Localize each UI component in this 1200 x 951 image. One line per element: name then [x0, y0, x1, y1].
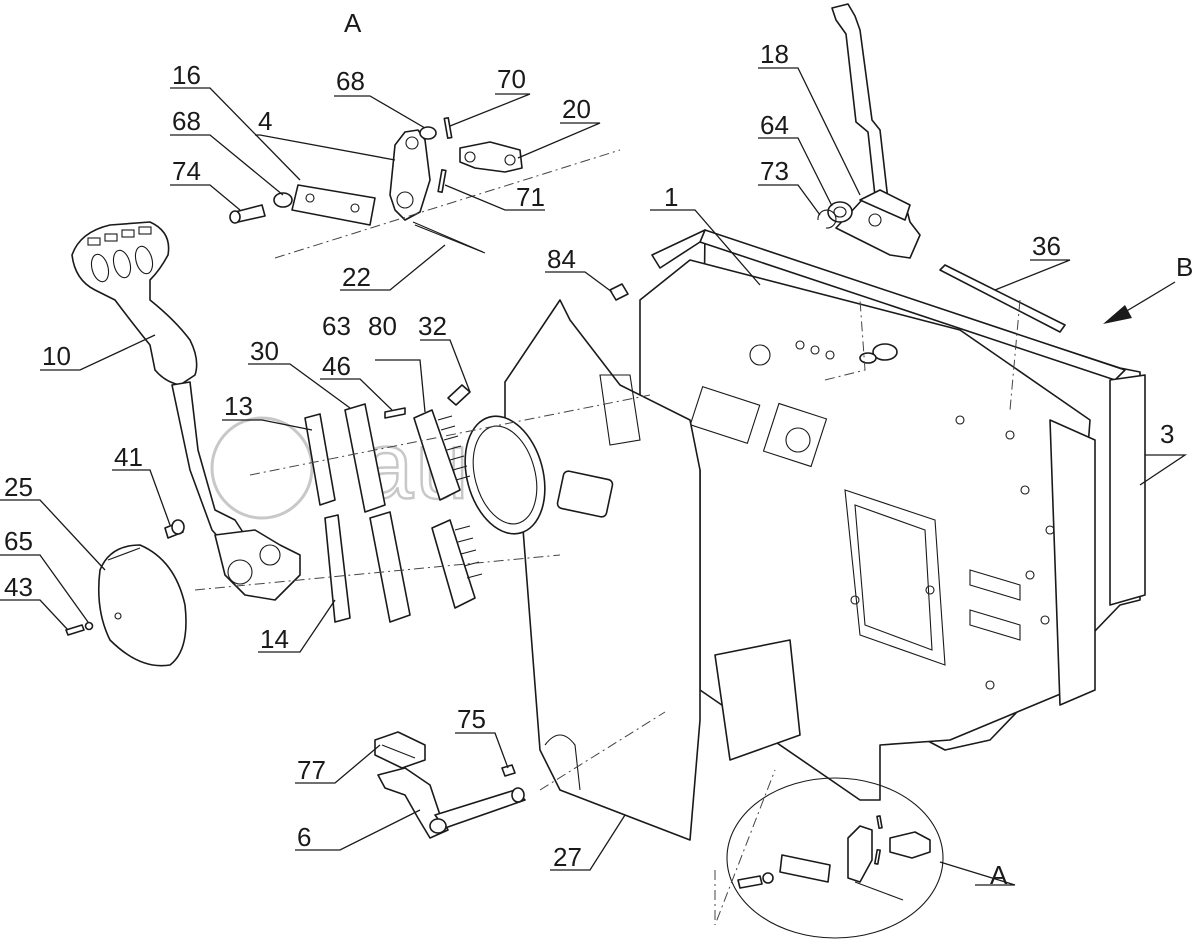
callout-32: 32 — [418, 311, 447, 341]
callout-68: 68 — [172, 106, 201, 136]
plate-16 — [291, 184, 376, 226]
link-20 — [459, 141, 523, 173]
callout-71: 71 — [516, 182, 545, 212]
clip-84 — [609, 283, 629, 301]
pin-71 — [437, 169, 447, 193]
lever-4 — [389, 129, 431, 221]
callout-numbers: 16 68 70 4 20 68 74 71 22 18 64 73 1 36 … — [4, 39, 1174, 872]
screw-43 — [65, 624, 85, 636]
washer-65 — [84, 621, 94, 631]
callout-46: 46 — [322, 351, 351, 381]
frame-assembly — [639, 229, 1146, 801]
callout-84: 84 — [547, 244, 576, 274]
callout-20: 20 — [562, 94, 591, 124]
callout-74: 74 — [172, 156, 201, 186]
plate-13 — [304, 413, 336, 506]
callout-14: 14 — [260, 624, 289, 654]
view-label-b: B — [1176, 252, 1193, 282]
cover-27 — [464, 299, 701, 841]
detail-view-a — [726, 777, 944, 939]
part-32 — [447, 384, 471, 406]
callout-68-top: 68 — [336, 66, 365, 96]
pin-75 — [501, 764, 516, 777]
callout-16: 16 — [172, 60, 201, 90]
callout-6: 6 — [297, 822, 311, 852]
callout-41: 41 — [114, 442, 143, 472]
comb-80-upper — [413, 409, 461, 501]
callout-18: 18 — [760, 39, 789, 69]
callout-36: 36 — [1032, 231, 1061, 261]
callout-13: 13 — [224, 391, 253, 421]
callout-22: 22 — [342, 262, 371, 292]
callout-73: 73 — [760, 156, 789, 186]
callout-30: 30 — [250, 336, 279, 366]
comb-80-lower — [431, 519, 476, 609]
callout-27: 27 — [553, 842, 582, 872]
callout-77: 77 — [297, 755, 326, 785]
linkage-parts — [229, 117, 523, 254]
upper-lever-18 — [817, 3, 921, 259]
assembly-lines — [194, 149, 1021, 926]
cover-25 — [97, 544, 187, 667]
pedal-pad-77 — [374, 731, 426, 769]
view-arrow-b — [1103, 281, 1176, 324]
pedal-assembly — [374, 731, 526, 839]
washer-68 — [419, 126, 437, 140]
callout-65: 65 — [4, 526, 33, 556]
callout-25: 25 — [4, 472, 33, 502]
screw-46 — [384, 407, 406, 419]
view-labels: A B A — [344, 8, 1193, 890]
callout-3: 3 — [1160, 419, 1174, 449]
callout-1: 1 — [664, 182, 678, 212]
small-cover-parts — [65, 519, 187, 667]
leader-lines — [0, 67, 1188, 886]
washer-68b — [273, 192, 293, 208]
bar-36 — [939, 264, 1066, 333]
callout-63: 63 — [322, 311, 351, 341]
guide-30-lower — [369, 511, 411, 623]
plate-14 — [324, 514, 351, 623]
callout-80: 80 — [368, 311, 397, 341]
pedal-lever-6 — [377, 767, 449, 839]
guide-30-upper — [344, 403, 386, 513]
view-label-a-top: A — [344, 8, 362, 38]
callout-70: 70 — [497, 64, 526, 94]
callout-43: 43 — [4, 572, 33, 602]
guide-parts — [304, 384, 483, 623]
callout-10: 10 — [42, 341, 71, 371]
callout-75: 75 — [457, 704, 486, 734]
pin-70 — [443, 117, 453, 139]
callout-64: 64 — [760, 110, 789, 140]
view-label-a-detail: A — [990, 860, 1008, 890]
handle-lever-10 — [71, 221, 301, 601]
callout-4: 4 — [258, 106, 272, 136]
